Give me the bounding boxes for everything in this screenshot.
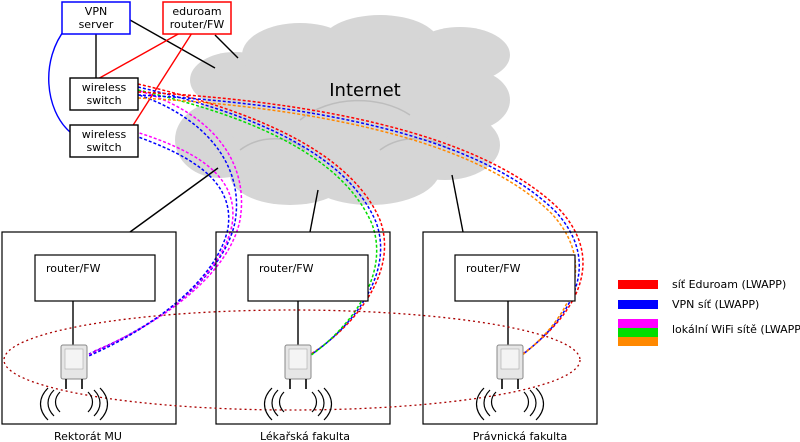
site-name: Právnická fakulta [473,430,567,442]
controller-links [48,27,193,133]
legend-swatch-local-2 [618,328,658,337]
legend-label: lokální WiFi sítě (LWAPP) [672,323,800,336]
wifi-coverage-ellipse [3,309,581,411]
lwapp-tunnels [83,83,584,361]
internet-label: Internet [329,80,400,101]
svg-text:switch: switch [86,94,121,107]
site-rektorat: router/FW Rektorát MU [1,231,177,442]
router-label: router/FW [466,262,521,275]
access-point-icon [475,344,545,421]
router-label: router/FW [259,262,314,275]
site-lekarska: router/FW Lékařská fakulta [215,231,391,442]
legend-label: VPN síť (LWAPP) [672,298,759,311]
svg-text:wireless: wireless [82,81,127,94]
wireless-switch-1: wireless switch [69,77,139,111]
router-box [454,254,576,302]
legend-swatch-local-1 [618,319,658,328]
svg-text:eduroam: eduroam [172,5,221,18]
router-label: router/FW [46,262,101,275]
eduroam-router: eduroam router/FW [162,1,232,35]
svg-text:switch: switch [86,141,121,154]
svg-text:VPN: VPN [85,5,107,18]
svg-text:server: server [79,18,114,31]
access-point-icon [39,344,109,421]
vpn-server: VPN server [61,1,131,35]
svg-text:wireless: wireless [82,128,127,141]
access-point-icon [263,344,333,421]
site-pravnicka: router/FW Právnická fakulta [422,231,598,442]
wireless-switch-2: wireless switch [69,124,139,158]
internet-cloud: Internet [175,15,510,205]
site-name: Rektorát MU [54,430,122,442]
legend: síť Eduroam (LWAPP) VPN síť (LWAPP) loká… [618,278,800,346]
legend-swatch-vpn [618,300,658,309]
legend-swatch-eduroam [618,280,658,289]
svg-text:router/FW: router/FW [170,18,225,31]
wired-links [72,19,509,345]
router-box [247,254,369,302]
router-box [34,254,156,302]
legend-label: síť Eduroam (LWAPP) [672,278,786,291]
site-name: Lékařská fakulta [260,430,350,442]
legend-swatch-local-3 [618,337,658,346]
